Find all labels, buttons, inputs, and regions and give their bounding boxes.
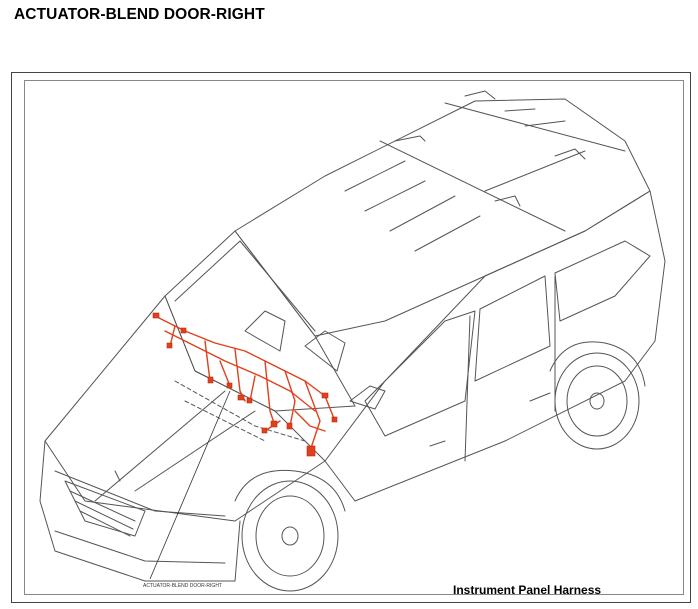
page-title: ACTUATOR-BLEND DOOR-RIGHT <box>14 6 265 23</box>
callout-label: ACTUATOR-BLEND DOOR-RIGHT <box>143 583 222 589</box>
vehicle-line-drawing <box>39 90 666 592</box>
figure-frame: ACTUATOR-BLEND DOOR-RIGHT Instrument Pan… <box>11 72 691 603</box>
vehicle-illustration: ACTUATOR-BLEND DOOR-RIGHT Instrument Pan… <box>24 80 684 595</box>
harness-connectors <box>152 312 338 457</box>
callout-leader-line <box>149 390 231 580</box>
instrument-panel-harness <box>154 315 336 452</box>
figure-caption: Instrument Panel Harness <box>453 583 602 595</box>
